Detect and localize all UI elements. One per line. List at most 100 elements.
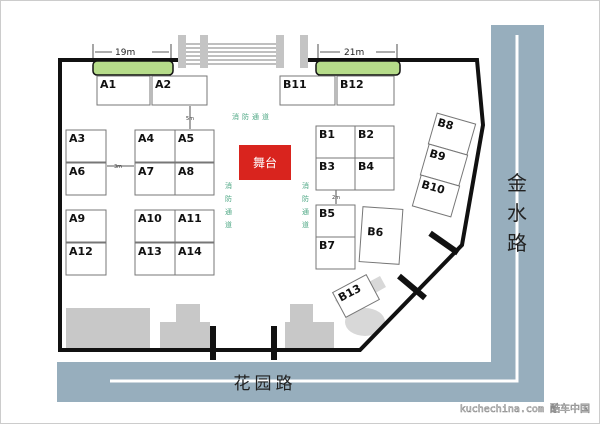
roads [57, 25, 544, 402]
booth-b5[interactable]: B5 [315, 204, 356, 238]
booth-b8[interactable]: B8 [427, 112, 477, 156]
booth-a8[interactable]: A8 [174, 162, 215, 196]
booth-label: A1 [100, 78, 116, 91]
booth-label: B9 [428, 147, 447, 164]
svg-text:防: 防 [302, 194, 309, 203]
booth-box [358, 206, 404, 265]
booth-a2[interactable]: A2 [151, 75, 208, 106]
fire-lane-label-left: 消 防 通 道 [225, 181, 232, 229]
booth-a14[interactable]: A14 [174, 242, 215, 276]
booth-box [96, 75, 151, 106]
booth-box [151, 75, 208, 106]
venue-wall [58, 58, 486, 352]
booth-label: A13 [138, 245, 162, 258]
svg-text:消: 消 [225, 181, 232, 190]
booth-label: B12 [340, 78, 364, 91]
stage [239, 145, 291, 180]
green-zone-right [315, 60, 401, 76]
dimension-2m: 2m [332, 195, 340, 201]
gray-building [345, 308, 385, 336]
dimension-21m: 21m [344, 48, 364, 58]
gate [397, 273, 427, 301]
booth-b6[interactable]: B6 [358, 206, 404, 265]
booth-box [336, 75, 395, 106]
booth-label: B10 [420, 178, 447, 197]
gray-building [160, 304, 210, 349]
booth-box [65, 129, 107, 163]
booth-a12[interactable]: A12 [65, 242, 107, 276]
svg-text:道: 道 [225, 220, 232, 229]
dimension-5m: 5m [186, 116, 194, 122]
booth-label: B5 [319, 207, 335, 220]
booth-box [279, 75, 336, 106]
booth-a7[interactable]: A7 [134, 162, 176, 196]
booth-b1[interactable]: B1 [315, 125, 356, 159]
booth-label: A9 [69, 212, 85, 225]
booth-b10[interactable]: B10 [411, 174, 461, 218]
booth-box [315, 236, 356, 270]
booth-box [65, 242, 107, 276]
booth-label: A4 [138, 132, 155, 145]
booth-box [174, 209, 215, 243]
booth-label: B11 [283, 78, 307, 91]
booth-a11[interactable]: A11 [174, 209, 215, 243]
booth-a3[interactable]: A3 [65, 129, 107, 163]
booth-a5[interactable]: A5 [174, 129, 215, 163]
booth-a4[interactable]: A4 [134, 129, 176, 163]
booth-label: A11 [178, 212, 202, 225]
booth-label: B6 [367, 225, 384, 239]
booth-a10[interactable]: A10 [134, 209, 176, 243]
booth-label: A7 [138, 165, 154, 178]
booth-b12[interactable]: B12 [336, 75, 395, 106]
gate [271, 326, 277, 360]
road-edge [487, 25, 491, 362]
booth-a1[interactable]: A1 [96, 75, 151, 106]
booth-box [315, 204, 356, 238]
south-road-label: 花园路 [234, 374, 297, 394]
fire-lane-label-right: 消 防 通 道 [302, 181, 309, 229]
booth-box [134, 209, 176, 243]
booth-a6[interactable]: A6 [65, 162, 107, 196]
booth-box [354, 157, 395, 191]
road-lane-line [110, 35, 519, 383]
booth-b3[interactable]: B3 [315, 157, 356, 191]
booth-label: A5 [178, 132, 194, 145]
booth-label: A8 [178, 165, 194, 178]
booth-box [354, 125, 395, 159]
svg-text:水: 水 [507, 201, 527, 225]
booth-b7[interactable]: B7 [315, 236, 356, 270]
watermark: kuchechina.com 酷车中国 [460, 402, 590, 415]
svg-text:通: 通 [302, 207, 309, 216]
gray-block [66, 308, 150, 348]
booth-box [411, 174, 461, 218]
booth-b9[interactable]: B9 [419, 143, 469, 187]
dimension-lines [92, 44, 398, 204]
green-zone-left [92, 60, 174, 76]
gate [210, 326, 216, 360]
booth-box [65, 209, 107, 243]
booth-label: A14 [178, 245, 202, 258]
booth-label: A10 [138, 212, 162, 225]
dimension-3m: 3m [114, 164, 122, 170]
booth-b4[interactable]: B4 [354, 157, 395, 191]
booth-label: B2 [358, 128, 374, 141]
gate [428, 230, 460, 256]
booth-box [174, 129, 215, 163]
svg-text:金: 金 [507, 171, 527, 195]
booth-b11[interactable]: B11 [279, 75, 336, 106]
booth-box [331, 274, 381, 318]
booth-a13[interactable]: A13 [134, 242, 176, 276]
booth-box [134, 129, 176, 163]
gray-building [285, 304, 334, 349]
svg-text:道: 道 [302, 220, 309, 229]
svg-text:路: 路 [507, 231, 527, 255]
stage-label: 舞台 [253, 155, 277, 170]
booth-b2[interactable]: B2 [354, 125, 395, 159]
booth-a9[interactable]: A9 [65, 209, 107, 243]
booth-label: B8 [436, 116, 455, 133]
booth-b13[interactable]: B13 [331, 274, 381, 318]
booth-label: B3 [319, 160, 335, 173]
booth-box [65, 162, 107, 196]
